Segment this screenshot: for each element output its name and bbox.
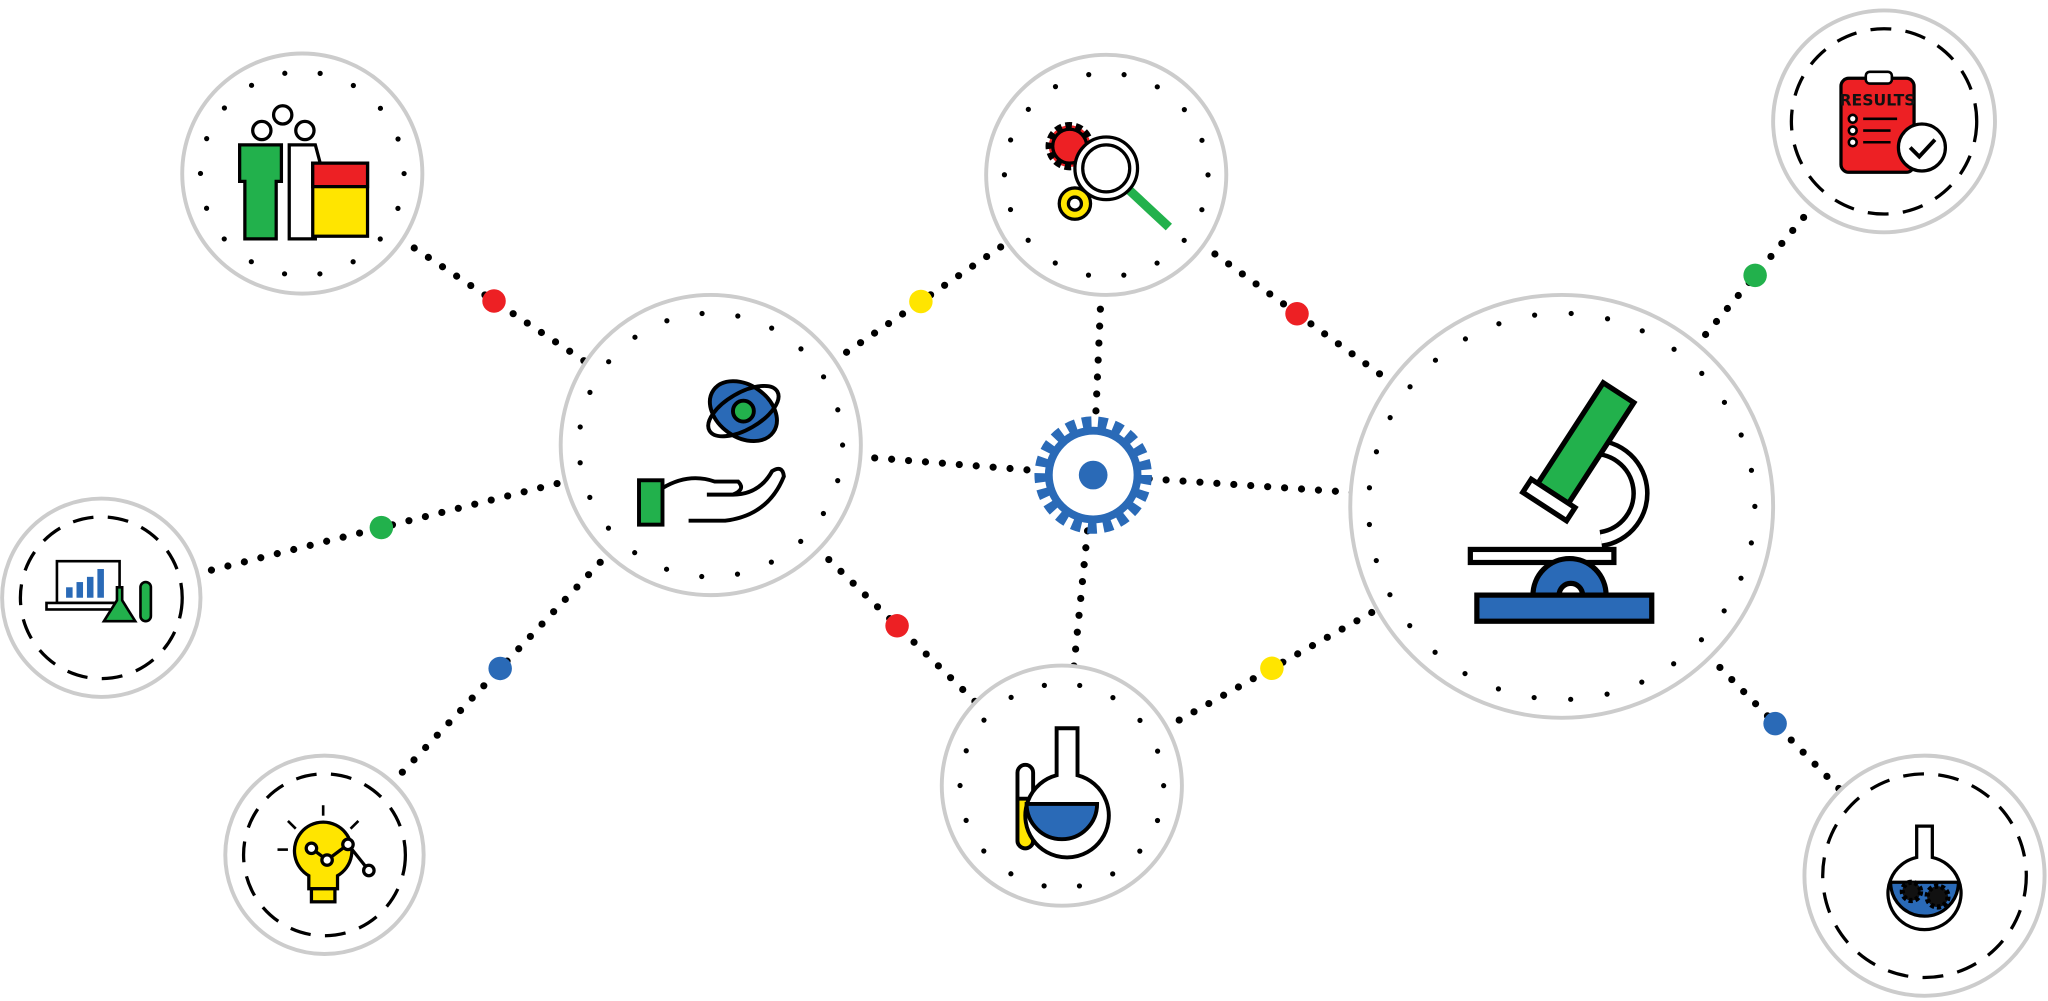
dotted-inner-ring <box>576 310 846 580</box>
dotted-inner-ring <box>197 69 407 278</box>
dashed-inner-ring <box>18 515 184 681</box>
dotted-connector-results-micro <box>1692 200 1819 350</box>
blue-connector-dot <box>488 656 512 681</box>
lightbulb-idea-icon <box>277 805 376 904</box>
red-connector-dot <box>885 614 909 638</box>
laptop-chart-icon <box>45 559 153 623</box>
team-beaker-icon <box>238 104 370 241</box>
dotted-inner-ring <box>1365 310 1758 703</box>
dotted-connector-bulb-hand <box>387 548 614 789</box>
dotted-connector-gear-flask <box>1070 527 1092 673</box>
connectors <box>191 200 1846 796</box>
dotted-connector-search-gear <box>1092 288 1105 423</box>
dashed-inner-ring <box>1821 772 2028 980</box>
dotted-connector-hand-flask <box>813 544 982 708</box>
dashed-inner-ring <box>241 772 408 938</box>
yellow-connector-dot <box>1260 656 1284 681</box>
red-connector-dot <box>1285 302 1309 326</box>
dashed-inner-ring <box>1789 27 1979 216</box>
green-connector-dot <box>369 515 394 540</box>
central-gear-icon <box>1034 416 1152 534</box>
dotted-connector-hand-gear <box>854 452 1041 475</box>
hand-atom-icon <box>637 379 786 527</box>
dotted-connector-gear-micro <box>1145 475 1357 497</box>
node-ring <box>558 292 863 598</box>
yellow-connector-dot <box>909 289 933 314</box>
microscope-icon <box>1467 379 1655 624</box>
results-clipboard-icon: RESULTS <box>1839 70 1948 174</box>
flask-testtube-icon <box>1015 726 1111 860</box>
green-connector-dot <box>1743 263 1767 288</box>
results-label: RESULTS <box>1839 91 1915 110</box>
blue-connector-dot <box>1763 711 1787 736</box>
dotted-connector-flask-micro <box>1160 604 1383 732</box>
flask-gears-icon <box>1886 824 1963 932</box>
dotted-connector-laptop-hand <box>191 477 572 578</box>
dotted-connector-hand-search <box>828 237 1013 366</box>
dotted-inner-ring <box>957 681 1167 891</box>
gears-magnifier-icon <box>1045 122 1172 231</box>
red-connector-dot <box>482 289 506 313</box>
node-hand <box>558 292 863 598</box>
dotted-connector-team-hand <box>396 234 592 367</box>
dotted-connector-micro-fg <box>1704 651 1846 796</box>
dotted-inner-ring <box>1001 70 1211 280</box>
